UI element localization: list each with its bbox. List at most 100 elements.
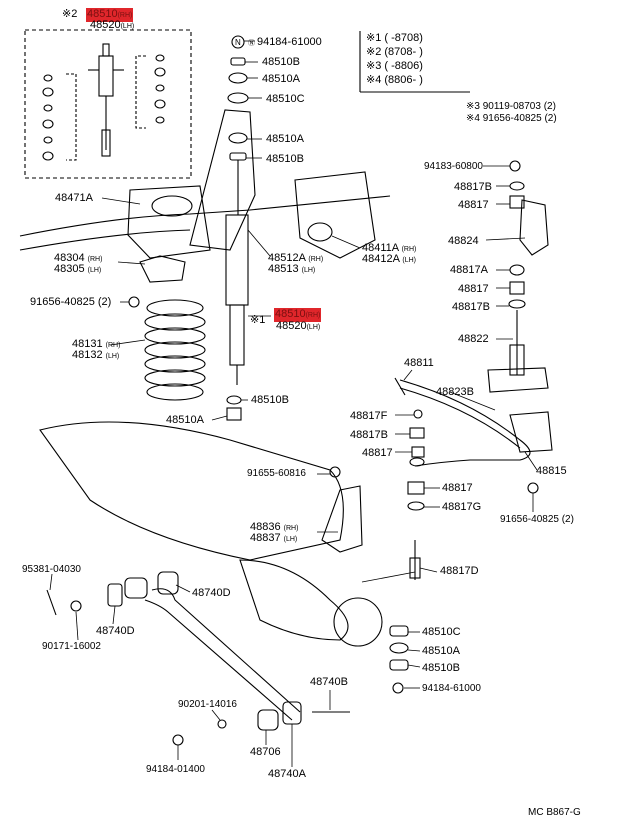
part-48837-number: 48837 [250,532,281,544]
part-91656-40825-left[interactable]: 91656-40825 (2) [30,296,112,308]
part-48817a[interactable]: 48817A [450,264,488,276]
legend-1: ※1 ( -8708) [366,32,423,44]
axle-housing [39,421,344,561]
part-48706[interactable]: 48706 [250,746,281,758]
part-48836-suffix: (RH) [283,525,299,532]
part-48510a-bottom[interactable]: 48510A [422,645,460,657]
part-48304[interactable]: 48304 (RH) [54,252,102,266]
part-48822[interactable]: 48822 [458,333,489,345]
part-48740d-1[interactable]: 48740D [192,587,231,599]
part-48837[interactable]: 48837 (LH) [250,532,297,546]
inset-bushings [42,54,166,161]
leader-lines [49,40,538,767]
part-48131[interactable]: 48131 (RH) [72,338,120,352]
part-48513-number: 48513 [268,263,299,275]
part-48836-number: 48836 [250,521,281,533]
legend-2: ※2 (8708- ) [366,46,423,58]
part-90119-08703[interactable]: ※3 90119-08703 (2) [466,101,556,112]
frame-rail [19,195,391,237]
part-48817b-1[interactable]: 48817B [454,181,492,193]
part-48510a-3[interactable]: 48510A [166,414,204,426]
lateral-rod [46,571,350,746]
part-48510a-1[interactable]: 48510A [262,73,300,85]
part-48740d-2[interactable]: 48740D [96,625,135,637]
part-48740a[interactable]: 48740A [268,768,306,780]
part-48513[interactable]: 48513 (LH) [268,263,315,277]
part-48817-1[interactable]: 48817 [458,199,489,211]
legend-3: ※3 ( -8806) [366,60,423,72]
lower-right-bushings [389,625,409,694]
part-48817b-2[interactable]: 48817B [452,301,490,313]
callout-top-mark: ※2 [62,8,78,20]
legend-4: ※4 (8806- ) [366,74,423,86]
part-48817-4[interactable]: 48817 [442,482,473,494]
part-48510b-1[interactable]: 48510B [262,56,300,68]
stabilizer-link-parts [487,160,553,494]
part-48513-suffix: (LH) [301,267,316,274]
part-48512a-suffix: (RH) [308,256,324,263]
part-95381-04030[interactable]: 95381-04030 [22,564,81,575]
part-48823b[interactable]: 48823B [436,386,474,398]
part-48520-top-number: 48520 [90,19,121,31]
part-48471a[interactable]: 48471A [55,192,93,204]
part-48510a-2[interactable]: 48510A [266,133,304,145]
part-48817d[interactable]: 48817D [440,565,479,577]
part-48817-2[interactable]: 48817 [458,283,489,295]
spring-bracket [127,185,211,259]
part-48512a[interactable]: 48512A (RH) [268,252,323,266]
shock-tower [189,109,256,251]
part-48512a-number: 48512A [268,252,306,264]
part-48824[interactable]: 48824 [448,235,479,247]
stabilizer-bar [399,379,531,467]
part-48131-suffix: (RH) [105,342,121,349]
highlighted-part-top-number: 48510 [87,8,118,20]
part-48520-mid[interactable]: 48520(LH) [276,320,320,334]
upper-arm-bracket [294,171,376,259]
part-48520-mid-suffix: (LH) [306,324,321,331]
part-48132[interactable]: 48132 (LH) [72,349,119,363]
part-48305-suffix: (LH) [87,267,102,274]
part-48817g[interactable]: 48817G [442,501,482,513]
part-48520-mid-number: 48520 [276,320,307,332]
part-94183-60800[interactable]: 94183-60800 [424,161,483,172]
part-48131-number: 48131 [72,338,103,350]
part-48817-3[interactable]: 48817 [362,447,393,459]
bump-stop [139,255,186,283]
part-48411a[interactable]: 48411A (RH) [362,242,416,256]
part-94184-61000-top[interactable]: Ⓝ 94184-61000 [248,36,322,50]
callout-mid-mark: ※1 [250,314,266,326]
part-48305[interactable]: 48305 (LH) [54,263,101,277]
part-48811[interactable]: 48811 [404,357,434,369]
highlighted-part-mid[interactable]: 48510(RH) [274,308,322,322]
differential [333,597,383,647]
part-48510c-1[interactable]: 48510C [266,93,305,105]
part-48510b-2[interactable]: 48510B [266,153,304,165]
part-48510b-bottom[interactable]: 48510B [422,662,460,674]
part-48520-top[interactable]: 48520(LH) [90,19,134,33]
part-48132-number: 48132 [72,349,103,361]
part-91656-40825-right-bottom[interactable]: 91656-40825 (2) [500,514,574,525]
part-48411a-suffix: (RH) [401,246,417,253]
part-94184-01400[interactable]: 94184-01400 [146,764,205,775]
part-48817b-3[interactable]: 48817B [350,429,388,441]
part-90201-14016[interactable]: 90201-14016 [178,699,237,710]
part-91655-60816[interactable]: 91655-60816 [247,468,306,479]
part-48740b[interactable]: 48740B [310,676,348,688]
part-48412a[interactable]: 48412A (LH) [362,253,416,267]
part-48132-suffix: (LH) [105,353,120,360]
part-48510b-3[interactable]: 48510B [251,394,289,406]
part-48304-number: 48304 [54,252,85,264]
part-48815[interactable]: 48815 [536,465,567,477]
svg-text:N: N [235,38,241,47]
part-48836[interactable]: 48836 (RH) [250,521,298,535]
part-94184-61000-bottom[interactable]: 94184-61000 [422,683,481,694]
part-48510c-bottom[interactable]: 48510C [422,626,461,638]
highlighted-part-top[interactable]: 48510(RH) [86,8,134,22]
part-48817f[interactable]: 48817F [350,410,388,422]
part-91656-40825-right-top[interactable]: ※4 91656-40825 (2) [466,113,557,124]
part-90171-16002[interactable]: 90171-16002 [42,641,101,652]
part-48837-suffix: (LH) [283,536,298,543]
highlighted-part-top-suffix: (RH) [117,12,133,19]
